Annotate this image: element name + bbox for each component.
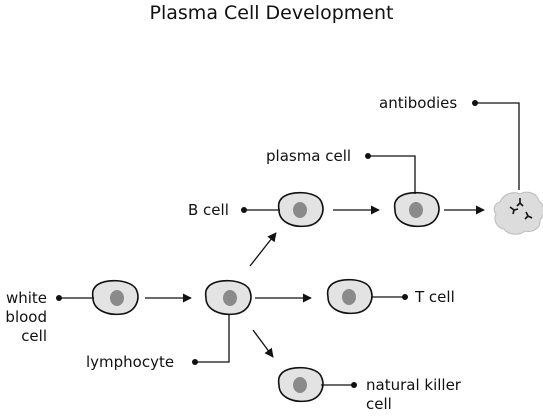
label-natural-killer-cell-line2: cell — [366, 395, 392, 413]
label-white-blood-cell: white blood cell — [0, 289, 47, 346]
plasma-cell — [393, 191, 440, 228]
arrow-lymphocyte-to-nk-cell — [252, 329, 274, 358]
leader-t-cell — [371, 294, 408, 300]
leader-antibodies — [472, 100, 520, 190]
antibody-icon — [524, 211, 533, 220]
label-lymphocyte: lymphocyte — [86, 353, 175, 371]
label-white-blood-cell-line3: cell — [21, 327, 47, 345]
antibody-icon — [516, 198, 524, 207]
lymphocyte-cell — [204, 279, 252, 316]
leader-plasma-cell — [365, 153, 416, 194]
label-plasma-cell: plasma cell — [266, 147, 352, 165]
leader-b-cell — [241, 207, 280, 213]
label-natural-killer-cell: natural killer cell — [366, 376, 461, 414]
t-cell — [326, 278, 373, 315]
natural-killer-cell — [277, 366, 324, 403]
antibody-icon — [509, 206, 519, 215]
label-white-blood-cell-line2: blood — [5, 308, 47, 326]
leader-white-blood-cell — [56, 295, 94, 301]
antibodies-cluster — [493, 191, 543, 235]
leader-lymphocyte — [192, 314, 230, 365]
label-t-cell: T cell — [415, 288, 455, 306]
b-cell — [277, 191, 324, 228]
leader-natural-killer-cell — [321, 382, 357, 388]
label-antibodies: antibodies — [379, 94, 458, 112]
label-b-cell: B cell — [188, 201, 229, 219]
label-white-blood-cell-line1: white — [5, 289, 47, 307]
arrow-lymphocyte-to-b-cell — [249, 232, 277, 267]
label-natural-killer-cell-line1: natural killer — [366, 376, 461, 394]
diagram-title: Plasma Cell Development — [149, 2, 394, 24]
white-blood-cell — [91, 279, 139, 316]
